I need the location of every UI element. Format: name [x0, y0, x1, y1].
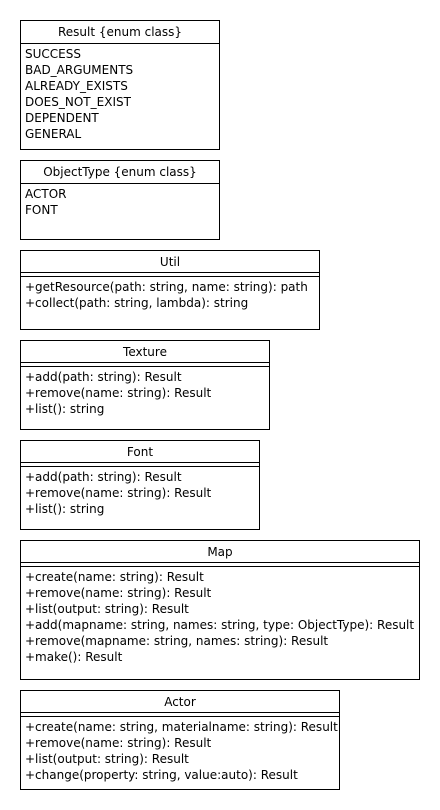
operation: +remove(name: string): Result — [25, 486, 212, 500]
attribute-compartment — [21, 272, 319, 277]
class-name: Texture — [123, 345, 167, 359]
operations: +add(path: string): Result +remove(name:… — [21, 367, 269, 417]
operation: +remove(name: string): Result — [25, 736, 212, 750]
class-name: Font — [126, 445, 154, 459]
attribute-compartment — [21, 712, 339, 717]
operation: +list(): string — [25, 502, 105, 516]
class-actor: Actor +create(name: string, materialname… — [20, 690, 340, 790]
class-map: Map +create(name: string): Result +remov… — [20, 540, 420, 680]
enum-value: ACTOR — [25, 187, 67, 201]
class-name: Result {enum class} — [21, 21, 219, 44]
operation: +remove(mapname: string, names: string):… — [25, 634, 329, 648]
operations: +getResource(path: string, name: string)… — [21, 277, 319, 311]
attribute-compartment — [21, 462, 259, 467]
enum-value: FONT — [25, 203, 58, 217]
operation: +remove(name: string): Result — [25, 586, 212, 600]
enum-value: DOES_NOT_EXIST — [25, 95, 131, 109]
enum-value: GENERAL — [25, 127, 82, 141]
operation: +list(output: string): Result — [25, 752, 189, 766]
class-name: Util — [159, 255, 181, 269]
operation: +add(mapname: string, names: string, typ… — [25, 618, 415, 632]
class-name: ObjectType {enum class} — [21, 161, 219, 184]
enum-values: SUCCESS BAD_ARGUMENTS ALREADY_EXISTS DOE… — [21, 44, 219, 142]
class-util: Util +getResource(path: string, name: st… — [20, 250, 320, 330]
class-name: Actor — [164, 695, 196, 709]
attribute-compartment — [21, 562, 419, 567]
operations: +add(path: string): Result +remove(name:… — [21, 467, 259, 517]
operation: +remove(name: string): Result — [25, 386, 212, 400]
enum-value: BAD_ARGUMENTS — [25, 63, 134, 77]
operation: +collect(path: string, lambda): string — [25, 296, 249, 310]
enum-value: DEPENDENT — [25, 111, 99, 125]
class-result: Result {enum class} SUCCESS BAD_ARGUMENT… — [20, 20, 220, 150]
class-object-type: ObjectType {enum class} ACTOR FONT — [20, 160, 220, 240]
operation: +add(path: string): Result — [25, 370, 182, 384]
operation: +list(output: string): Result — [25, 602, 189, 616]
operation: +getResource(path: string, name: string)… — [25, 280, 308, 294]
attribute-compartment — [21, 362, 269, 367]
operation: +make(): Result — [25, 650, 123, 664]
enum-value: ALREADY_EXISTS — [25, 79, 128, 93]
operations: +create(name: string): Result +remove(na… — [21, 567, 419, 665]
operation: +create(name: string): Result — [25, 570, 204, 584]
enum-values: ACTOR FONT — [21, 184, 219, 218]
class-name: Map — [207, 545, 233, 559]
operation: +create(name: string, materialname: stri… — [25, 720, 338, 734]
operation: +add(path: string): Result — [25, 470, 182, 484]
operations: +create(name: string, materialname: stri… — [21, 717, 339, 783]
operation: +list(): string — [25, 402, 105, 416]
operation: +change(property: string, value:auto): R… — [25, 768, 298, 782]
class-font: Font +add(path: string): Result +remove(… — [20, 440, 260, 530]
enum-value: SUCCESS — [25, 47, 81, 61]
class-texture: Texture +add(path: string): Result +remo… — [20, 340, 270, 430]
